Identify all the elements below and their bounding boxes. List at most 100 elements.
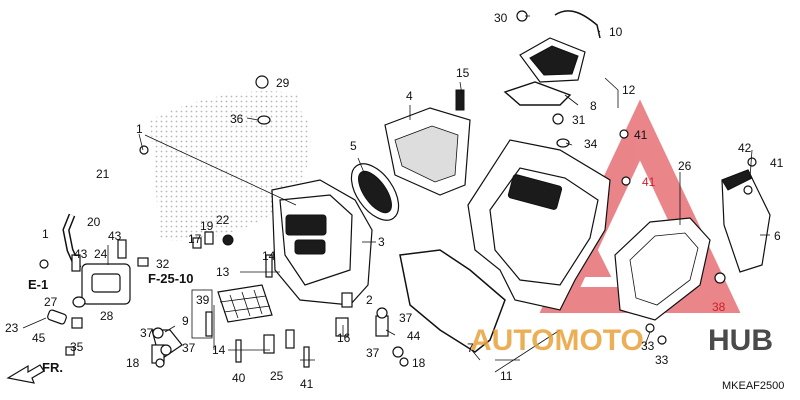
callout-33a: 33 bbox=[641, 339, 655, 353]
bolt-41-b bbox=[621, 176, 631, 186]
plug-18-a bbox=[399, 357, 409, 367]
callout-29: 29 bbox=[276, 76, 290, 90]
hose-16 bbox=[335, 317, 349, 337]
part-callouts: 1 1 2 3 4 5 6 7 8 9 10 11 12 13 14 14 15… bbox=[5, 11, 784, 391]
element-seal-5-inner bbox=[358, 170, 392, 214]
watermark-text-orange: AUTOMOTO bbox=[470, 324, 644, 357]
callout-40: 40 bbox=[232, 371, 246, 385]
spring-clip-10 bbox=[554, 10, 601, 39]
callout-37d: 37 bbox=[366, 346, 380, 360]
callout-3: 3 bbox=[378, 235, 385, 249]
bolt-41-d bbox=[303, 346, 310, 368]
clamp-19 bbox=[204, 231, 214, 245]
callout-45: 45 bbox=[32, 331, 46, 345]
diagram-code: MKEAF2500 bbox=[722, 380, 784, 392]
callout-33b: 33 bbox=[655, 353, 669, 367]
callout-16: 16 bbox=[337, 331, 351, 345]
callout-18b: 18 bbox=[412, 356, 426, 370]
bolt-33-b bbox=[657, 335, 667, 345]
callout-4: 4 bbox=[406, 89, 413, 103]
bolt-31 bbox=[552, 113, 564, 125]
bolt-40 bbox=[235, 339, 242, 363]
callout-41c: 41 bbox=[770, 156, 784, 170]
callout-41b: 41 bbox=[642, 175, 656, 189]
bracket-2 bbox=[341, 292, 353, 308]
callout-31: 31 bbox=[572, 113, 586, 127]
clip-1-a bbox=[39, 259, 49, 269]
washer-34 bbox=[556, 138, 570, 148]
reed-valve-39 bbox=[217, 284, 273, 323]
callout-30: 30 bbox=[494, 11, 508, 25]
washer-25b bbox=[285, 329, 295, 349]
callout-8: 8 bbox=[590, 99, 597, 113]
leader-lines bbox=[22, 15, 770, 373]
bolt-25 bbox=[263, 334, 275, 354]
bolt-33-a bbox=[645, 323, 655, 333]
cover-26-inner bbox=[629, 232, 699, 306]
clamp-37-b bbox=[392, 346, 404, 358]
callout-21: 21 bbox=[96, 167, 110, 181]
grommet-36 bbox=[257, 115, 271, 125]
callout-37a: 37 bbox=[140, 326, 154, 340]
callout-22: 22 bbox=[216, 213, 230, 227]
callout-19: 19 bbox=[200, 219, 214, 233]
bolt-41-a bbox=[619, 129, 629, 139]
callout-24: 24 bbox=[94, 247, 108, 261]
air-funnel-12-mesh bbox=[529, 45, 579, 76]
callout-14b: 14 bbox=[212, 343, 226, 357]
dotted-background-area bbox=[150, 91, 311, 241]
clamp-37-d bbox=[160, 344, 172, 356]
bolt-14-a bbox=[265, 254, 273, 278]
callout-23: 23 bbox=[5, 321, 19, 335]
cover-26 bbox=[614, 217, 711, 321]
callout-7: 7 bbox=[467, 341, 474, 355]
callout-2: 2 bbox=[366, 293, 373, 307]
callout-20: 20 bbox=[87, 215, 101, 229]
callout-27: 27 bbox=[44, 295, 58, 309]
fr-label: FR. bbox=[42, 360, 63, 375]
callout-35: 35 bbox=[70, 340, 84, 354]
bolt-41-c bbox=[747, 157, 757, 167]
callout-43b: 43 bbox=[108, 229, 122, 243]
bolt-29 bbox=[255, 75, 269, 89]
plug-18-b bbox=[155, 358, 165, 368]
plug-17 bbox=[192, 237, 202, 249]
bolt-32 bbox=[137, 257, 149, 267]
reference-f-25-10: F-25-10 bbox=[148, 271, 194, 286]
callout-41d: 41 bbox=[300, 377, 314, 391]
callout-11: 11 bbox=[500, 369, 513, 383]
gasket-7 bbox=[399, 249, 506, 353]
case-3-detail-a bbox=[285, 214, 327, 236]
clamp-43-b bbox=[71, 254, 81, 272]
housing-11-duct bbox=[507, 174, 563, 210]
bracket-39 bbox=[191, 289, 213, 339]
callout-9: 9 bbox=[182, 314, 189, 328]
screw-45 bbox=[65, 346, 75, 356]
callout-14: 14 bbox=[262, 249, 276, 263]
clamp-37-c bbox=[152, 327, 164, 339]
bolt-22 bbox=[222, 234, 234, 246]
callout-42: 42 bbox=[738, 141, 752, 155]
watermark-text: AUTOMOTO HUB bbox=[470, 324, 773, 357]
callout-10: 10 bbox=[609, 25, 623, 39]
callout-41a: 41 bbox=[634, 128, 648, 142]
callout-36: 36 bbox=[230, 112, 244, 126]
callout-25: 25 bbox=[270, 369, 284, 383]
watermark-text-dark: HUB bbox=[708, 324, 773, 357]
callout-37c: 37 bbox=[399, 311, 413, 325]
air-filter-element-4-mesh bbox=[394, 125, 459, 183]
callout-38: 38 bbox=[712, 300, 726, 314]
callout-37b: 37 bbox=[182, 341, 196, 355]
callout-6: 6 bbox=[774, 229, 781, 243]
callout-28: 28 bbox=[100, 309, 114, 323]
breather-hose-21-inner bbox=[118, 159, 144, 271]
fr-arrow-icon bbox=[6, 364, 45, 384]
callout-5: 5 bbox=[350, 139, 357, 153]
clip-1-b bbox=[139, 145, 149, 155]
bolt-14-b bbox=[205, 311, 213, 337]
callout-15: 15 bbox=[456, 66, 470, 80]
clamp-35 bbox=[71, 317, 83, 329]
callout-43a: 43 bbox=[74, 247, 88, 261]
grommet-42 bbox=[743, 185, 753, 195]
callout-17: 17 bbox=[188, 232, 202, 246]
